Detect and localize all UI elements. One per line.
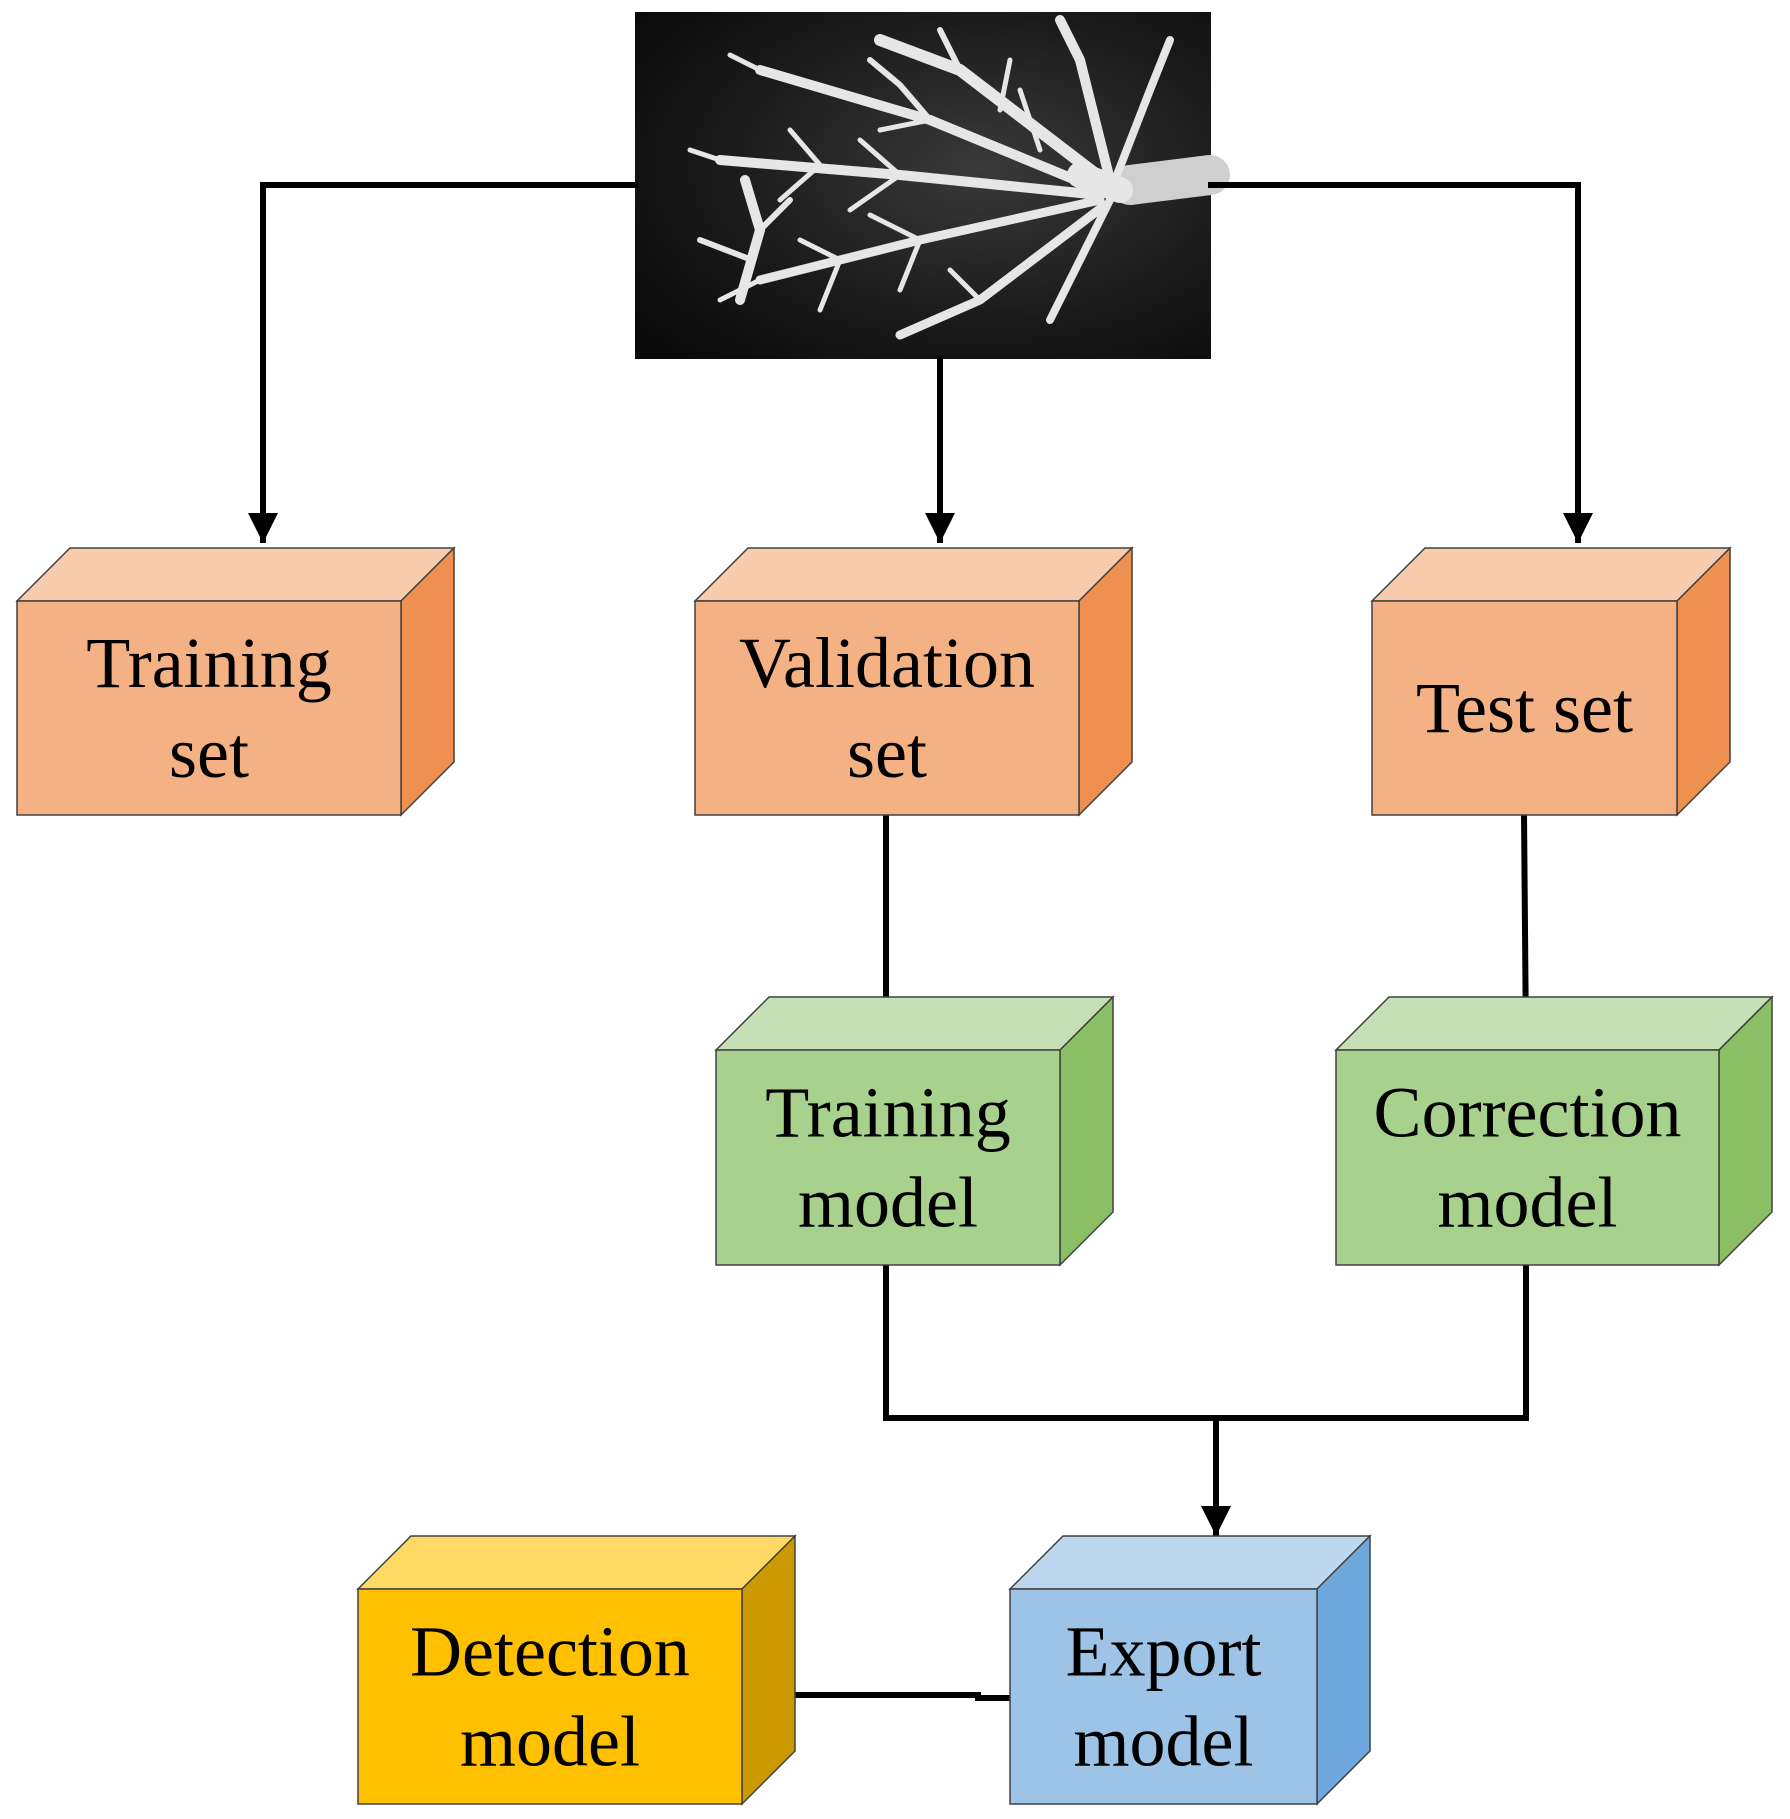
box-front-face: [357, 1588, 743, 1805]
box-front-face: [1009, 1588, 1318, 1805]
box-top-face: [1370, 547, 1732, 602]
box-label-line: Training: [86, 623, 331, 703]
box-label-line: Correction: [1374, 1073, 1682, 1153]
box-label-line: model: [460, 1702, 640, 1782]
box-front-face: [16, 600, 402, 816]
coral-photo: [635, 12, 1230, 359]
box-label-line: Export: [1066, 1612, 1262, 1692]
box-test-set: Test set: [1370, 546, 1732, 817]
box-top-face: [693, 547, 1134, 602]
edge-training-model-merge: [883, 1262, 1529, 1421]
box-label-line: model: [1074, 1702, 1254, 1782]
edge-detection-to-export-model: [792, 1692, 1013, 1701]
edge-image-to-training-set: [248, 182, 638, 543]
box-top-face: [1334, 996, 1774, 1051]
box-validation-set: Validation set: [693, 546, 1134, 817]
box-top-face: [1008, 1535, 1372, 1590]
edges: [248, 182, 1593, 1701]
box-label-line: model: [798, 1163, 978, 1243]
box-front-face: [715, 1049, 1061, 1266]
box-correction-model: Correction model: [1334, 995, 1774, 1267]
box-front-face: [694, 600, 1080, 816]
box-label-line: Test set: [1416, 668, 1633, 748]
box-label-line: Validation: [739, 623, 1035, 703]
box-training-set: Training set: [15, 546, 456, 817]
box-label-line: Detection: [410, 1612, 690, 1692]
box-training-model: Training model: [714, 995, 1115, 1267]
box-front-face: [1335, 1049, 1720, 1266]
box-label-line: model: [1438, 1163, 1618, 1243]
box-top-face: [714, 996, 1115, 1051]
box-top-face: [15, 547, 456, 602]
box-front-face: [1371, 600, 1678, 816]
box-label-line: set: [847, 713, 927, 793]
box-label-line: Training: [765, 1073, 1010, 1153]
box-detection-model: Detection model: [356, 1534, 797, 1806]
box-export-model: Export model: [1008, 1534, 1372, 1806]
box-top-face: [356, 1535, 797, 1590]
edge-image-to-test-set: [1208, 182, 1593, 543]
box-label-line: set: [169, 713, 249, 793]
